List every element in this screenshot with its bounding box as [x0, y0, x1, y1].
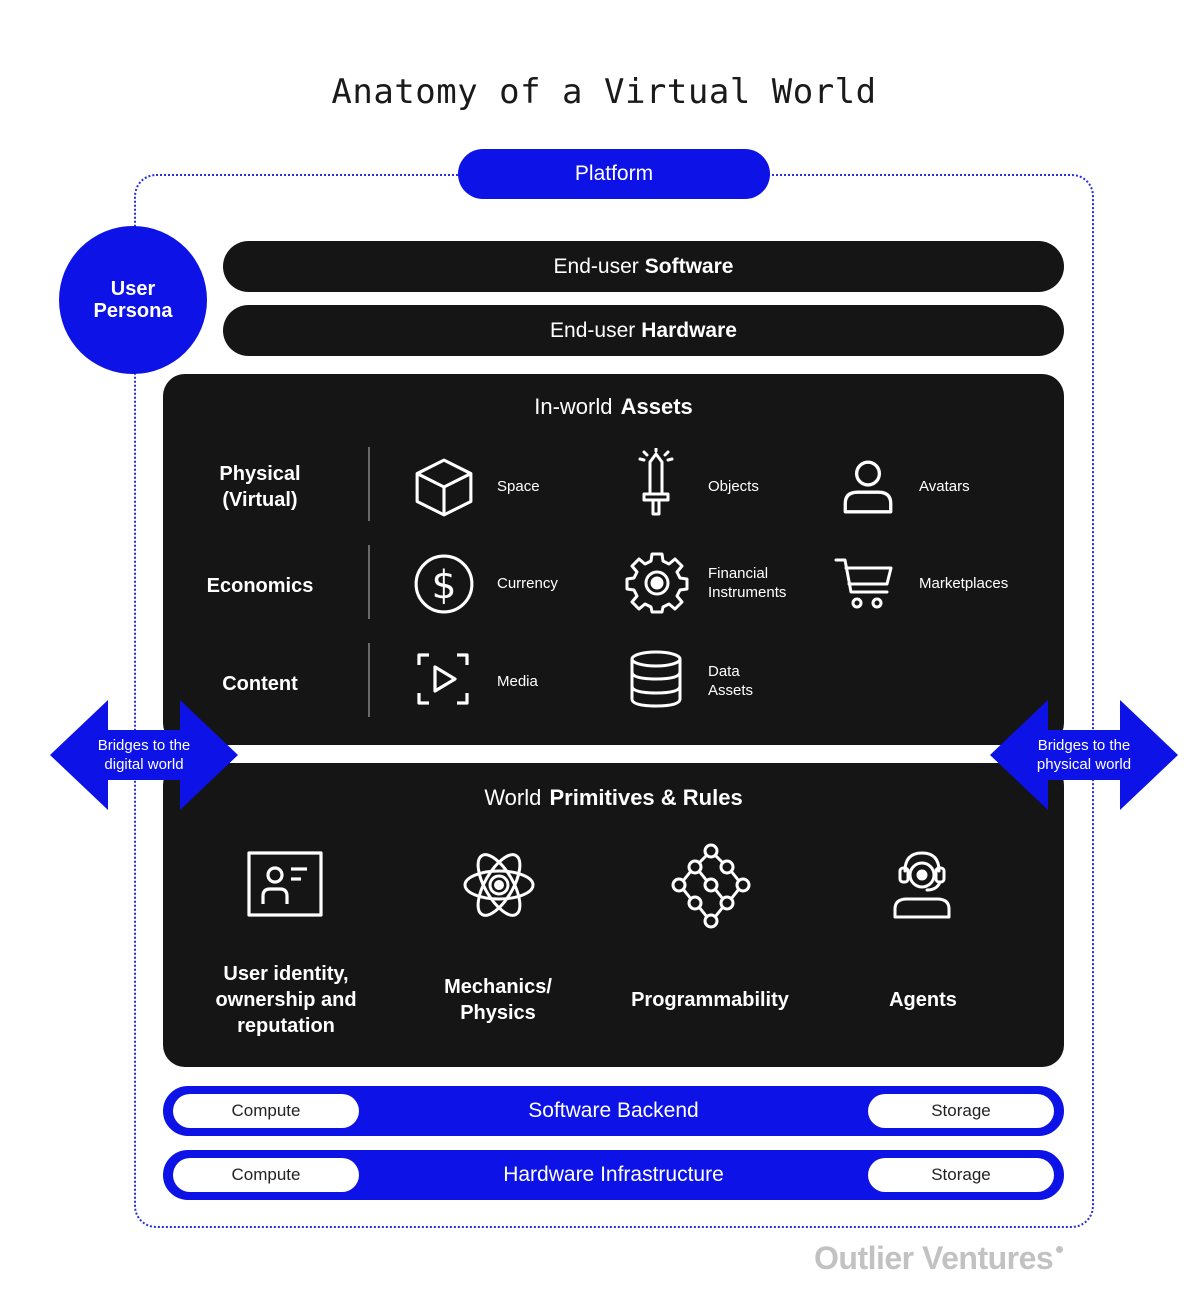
label-line: Financial [708, 565, 769, 582]
database-icon [627, 649, 685, 709]
world-primitives-panel: World Primitives & Rules User identity, … [163, 763, 1064, 1067]
label-line: Programmability [631, 989, 789, 1011]
label-line: Bridges to the [97, 737, 191, 754]
label-line: digital world [104, 756, 184, 773]
gear-icon [625, 551, 689, 615]
atom-icon [459, 843, 539, 923]
compute-chip: Compute [173, 1158, 359, 1192]
space-label: Space [497, 478, 540, 495]
row-divider [368, 643, 370, 717]
hardware-infrastructure-label: Hardware Infrastructure [503, 1163, 724, 1186]
user-persona-circle: User Persona [59, 226, 207, 374]
brand-name: Outlier Ventures [814, 1240, 1054, 1276]
agents-label: Agents [813, 987, 1033, 1013]
sword-icon [625, 447, 687, 518]
software-prefix: End-user [553, 254, 639, 278]
bridge-physical-arrow [990, 700, 1178, 810]
label-line: Instruments [708, 584, 787, 601]
end-user-hardware-bar: End-user Hardware [223, 305, 1064, 356]
row-label-content: Content [165, 671, 355, 697]
software-backend-label: Software Backend [528, 1099, 699, 1122]
label-line: ownership and [215, 989, 357, 1011]
label-line: Bridges to the [1037, 737, 1131, 754]
label-line: Physics [460, 1002, 536, 1024]
in-world-assets-panel: In-world Assets Physical (Virtual) Space… [163, 374, 1064, 745]
svg-text:$: $ [432, 563, 457, 608]
label-line: reputation [237, 1015, 335, 1037]
row-label-line: Physical [219, 463, 301, 485]
storage-chip: Storage [868, 1158, 1054, 1192]
hardware-infrastructure-layer: Hardware Infrastructure Compute Storage [163, 1150, 1064, 1200]
row-divider [368, 447, 370, 521]
id-card-icon [245, 849, 325, 919]
brand-logo: Outlier Ventures [814, 1240, 1064, 1277]
hardware-prefix: End-user [550, 318, 636, 342]
cart-icon [833, 554, 895, 614]
objects-label: Objects [708, 478, 759, 495]
assets-title: In-world Assets [163, 394, 1064, 420]
media-label: Media [497, 673, 538, 690]
end-user-software-bar: End-user Software [223, 241, 1064, 292]
currency-label: Currency [497, 575, 558, 592]
node-graph-icon [668, 843, 754, 929]
persona-line1: User [110, 278, 156, 300]
label-line: physical world [1036, 756, 1132, 773]
compute-chip: Compute [173, 1094, 359, 1128]
persona-line2: Persona [93, 300, 173, 322]
play-frame-icon [415, 651, 471, 707]
row-label-economics: Economics [165, 573, 355, 599]
row-label-line: Economics [206, 575, 314, 597]
page-title: Anatomy of a Virtual World [331, 72, 877, 112]
label-line: User identity, [223, 963, 349, 985]
bridge-physical-label: Bridges to the physical world [998, 736, 1170, 774]
logo-dot-icon [1056, 1246, 1064, 1253]
dollar-coin-icon: $ [413, 553, 475, 615]
label-line: Data [708, 663, 740, 680]
hardware-bold: Hardware [641, 318, 737, 342]
row-label-line: (Virtual) [222, 489, 298, 511]
headset-agent-icon [883, 847, 961, 921]
marketplaces-label: Marketplaces [919, 575, 1009, 592]
software-backend-layer: Software Backend Compute Storage [163, 1086, 1064, 1136]
avatars-label: Avatars [919, 478, 970, 495]
label-line: Assets [708, 682, 754, 699]
platform-pill: Platform [458, 149, 770, 199]
storage-chip: Storage [868, 1094, 1054, 1128]
row-label-line: Content [222, 673, 298, 695]
label-line: Mechanics/ [444, 976, 552, 998]
software-bold: Software [644, 254, 734, 278]
primitives-title-prefix: World [484, 785, 542, 810]
programmability-label: Programmability [600, 987, 820, 1013]
label-line: Agents [889, 989, 957, 1011]
primitives-title: World Primitives & Rules [163, 785, 1064, 811]
person-icon [837, 456, 899, 518]
primitives-title-bold: Primitives & Rules [549, 785, 743, 810]
data-assets-label: Data Assets [708, 662, 753, 700]
bridge-digital-arrow [50, 700, 238, 810]
financial-instruments-label: Financial Instruments [708, 564, 786, 602]
row-divider [368, 545, 370, 619]
cube-icon [413, 456, 475, 518]
row-label-physical: Physical (Virtual) [165, 461, 355, 513]
assets-title-prefix: In-world [534, 394, 613, 419]
bridge-digital-label: Bridges to the digital world [58, 736, 230, 774]
assets-title-bold: Assets [620, 394, 693, 419]
user-identity-label: User identity, ownership and reputation [176, 961, 396, 1039]
mechanics-physics-label: Mechanics/ Physics [388, 974, 608, 1026]
